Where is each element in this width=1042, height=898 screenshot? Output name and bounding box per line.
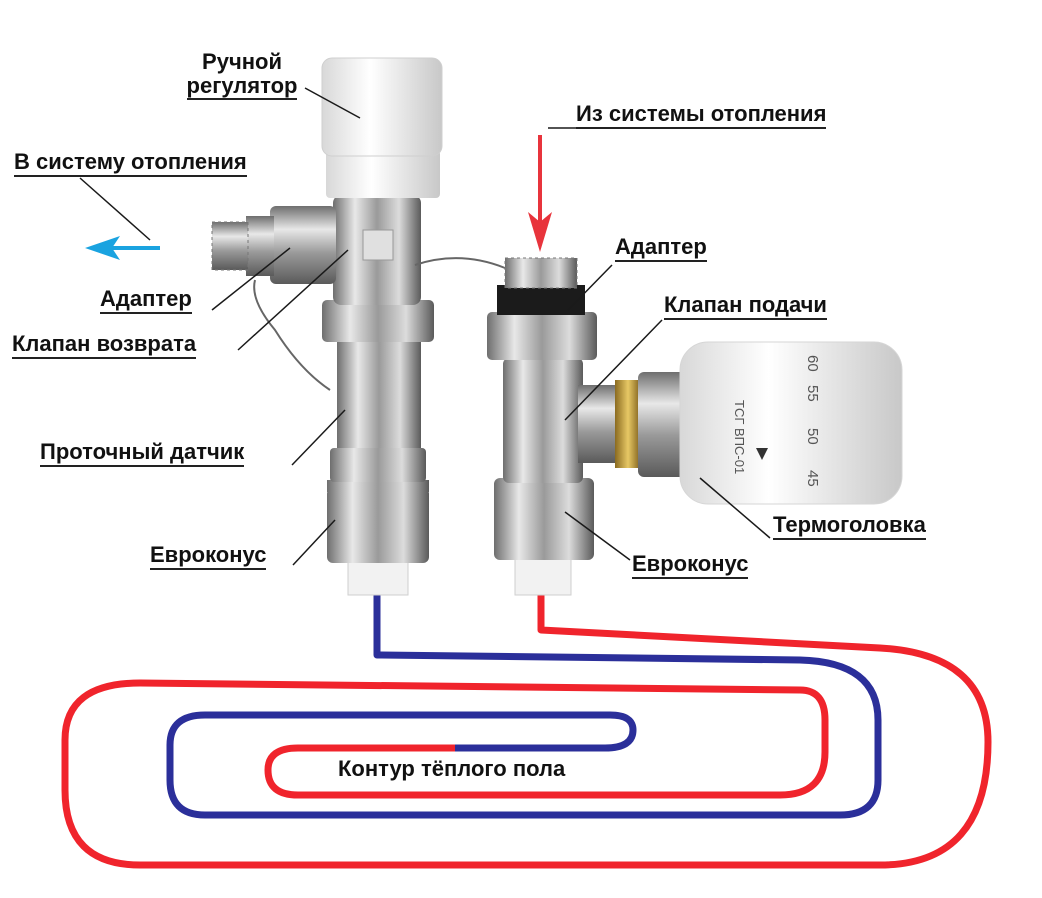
- scale-55: 55: [804, 385, 821, 402]
- label-to-heating: В систему отопления: [14, 149, 247, 178]
- label-from-heating: Из системы отопления: [576, 101, 827, 130]
- thermohead-model: ТСГ ВПС-01: [732, 400, 747, 474]
- hot-pipe: [61, 592, 992, 869]
- scale-60: 60: [804, 355, 821, 372]
- return-valve-assembly: [211, 57, 506, 596]
- label-euroconus-left: Евроконус: [150, 542, 267, 571]
- cold-pipe: [166, 592, 882, 819]
- floor-heating-loop: [61, 592, 992, 869]
- arrow-in-icon: [528, 135, 552, 252]
- supply-valve-assembly: [487, 257, 903, 596]
- label-manual-regulator-line2: регулятор: [186, 74, 298, 101]
- label-adapter-left: Адаптер: [100, 286, 192, 315]
- label-manual-regulator: Ручной регулятор: [172, 49, 312, 101]
- label-adapter-right: Адаптер: [615, 234, 707, 263]
- scale-50: 50: [804, 428, 821, 445]
- label-return-valve: Клапан возврата: [12, 331, 197, 360]
- label-floor-circuit: Контур тёплого пола: [338, 756, 566, 781]
- arrow-out-icon: [85, 236, 160, 260]
- label-supply-valve: Клапан подачи: [664, 292, 827, 321]
- leader-lines: [79, 87, 771, 566]
- scale-45: 45: [804, 470, 821, 487]
- thermohead-scale: 60 55 50 45 ТСГ ВПС-01: [732, 355, 821, 487]
- label-thermo-head: Термоголовка: [773, 512, 926, 541]
- label-euroconus-right: Евроконус: [632, 551, 749, 580]
- thermohead-marker-icon: [756, 448, 768, 460]
- label-manual-regulator-line1: Ручной: [202, 49, 282, 74]
- label-flow-sensor: Проточный датчик: [40, 439, 245, 468]
